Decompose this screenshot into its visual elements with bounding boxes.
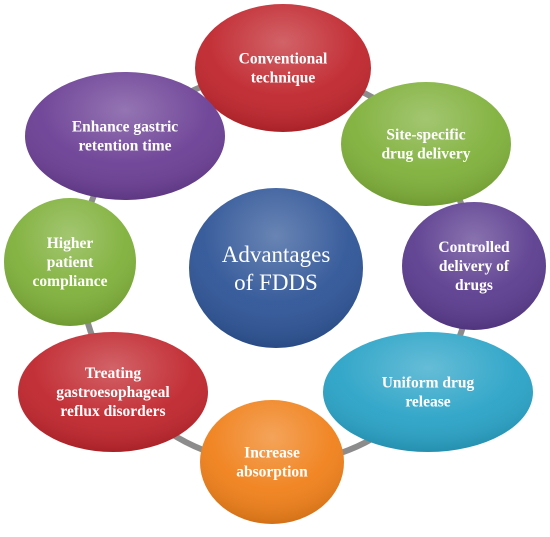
node-shine [25, 72, 225, 200]
node-shine [323, 332, 533, 452]
node-label-line: technique [251, 70, 316, 87]
node-controlled-delivery-of-drugs: Controlled delivery of drugs [402, 202, 546, 330]
node-higher-patient-compliance: Higher patient compliance [4, 198, 136, 326]
node-shine [18, 332, 208, 452]
center-shine [189, 188, 363, 348]
node-shine [195, 4, 371, 132]
node-uniform-drug-release: Uniform drug release [323, 332, 533, 452]
node-label-line: Uniform drug [382, 375, 475, 392]
node-label-line: Controlled [438, 239, 510, 256]
node-label-line: Increase [244, 445, 300, 462]
node-label-line: gastroesophageal [56, 384, 170, 401]
node-shine [4, 198, 136, 326]
node-label-line: Conventional [239, 51, 328, 68]
node-site-specific-drug-delivery: Site-specific drug delivery [341, 82, 511, 206]
node-label-line: absorption [236, 464, 308, 481]
node-label-line: drugs [455, 277, 493, 294]
node-conventional-technique: Conventional technique [195, 4, 371, 132]
node-label-line: reflux disorders [60, 403, 165, 420]
node-label-line: Site-specific [386, 127, 465, 144]
node-label-line: patient [47, 254, 94, 271]
node-label-line: compliance [33, 273, 108, 290]
node-shine [341, 82, 511, 206]
node-increase-absorption: Increase absorption [200, 400, 344, 524]
center-title-line-1: Advantages [222, 242, 331, 267]
node-shine [402, 202, 546, 330]
node-label-line: Enhance gastric [72, 119, 178, 136]
node-label-line: Treating [85, 365, 142, 382]
node-label-line: release [405, 394, 450, 411]
node-treating-gastroesophageal-reflux-disorders: Treating gastroesophageal reflux disorders [18, 332, 208, 452]
node-label-line: drug delivery [381, 146, 470, 163]
node-shine [200, 400, 344, 524]
node-label-line: delivery of [439, 258, 510, 275]
node-label-line: retention time [78, 138, 171, 155]
node-label-line: Higher [47, 235, 94, 252]
node-enhance-gastric-retention-time: Enhance gastric retention time [25, 72, 225, 200]
center-title-line-2: of FDDS [234, 270, 318, 295]
center-node: Advantages of FDDS [189, 188, 363, 348]
